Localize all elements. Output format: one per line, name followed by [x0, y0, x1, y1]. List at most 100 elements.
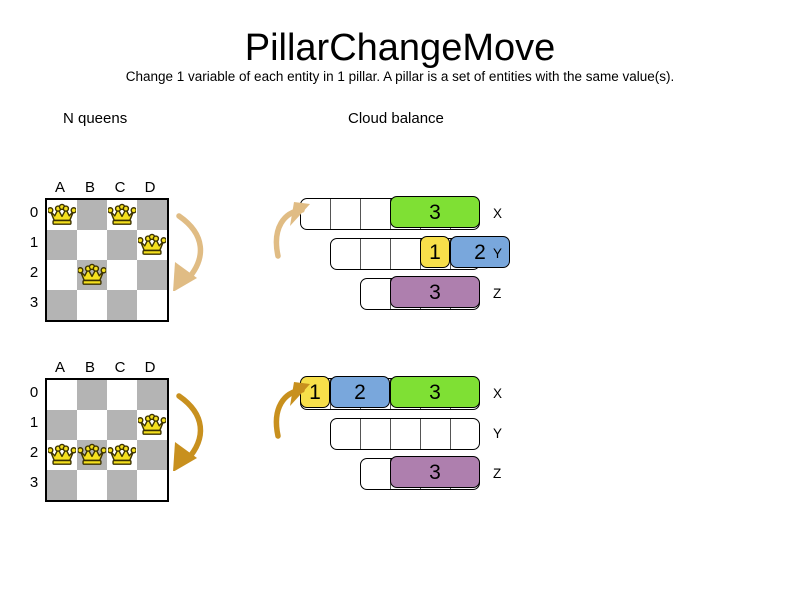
board-row-label-0: 0: [29, 204, 39, 221]
board-row-label-3: 3: [29, 294, 39, 311]
board-cell-b1[interactable]: [77, 230, 107, 260]
computer-label-y: Y: [493, 426, 503, 441]
nqueens-board-before: A B C D 0 1 2 3: [30, 179, 169, 322]
queen-piece[interactable]: [137, 233, 167, 257]
board-cell-b0[interactable]: [77, 380, 107, 410]
process-segment[interactable]: 3: [390, 376, 480, 409]
board-column-label-d: D: [144, 359, 156, 376]
board-cell-a1[interactable]: [47, 410, 77, 440]
capacity-slot: [361, 239, 391, 269]
board-row-label-1: 1: [29, 234, 39, 251]
board-row-label-0: 0: [29, 384, 39, 401]
board-cell-a3[interactable]: [47, 290, 77, 320]
board-cell-d0[interactable]: [137, 200, 167, 230]
board-cell-d2[interactable]: [137, 440, 167, 470]
capacity-slot: [421, 419, 451, 449]
board-row-label-1: 1: [29, 414, 39, 431]
queen-piece[interactable]: [47, 203, 77, 227]
board-cell-d0[interactable]: [137, 380, 167, 410]
queen-piece[interactable]: [107, 203, 137, 227]
board-cell-d3[interactable]: [137, 290, 167, 320]
queen-icon: [77, 263, 107, 285]
board-row-labels: 0 1 2 3: [26, 378, 42, 498]
capacity-slot: [331, 419, 361, 449]
board-row-labels: 0 1 2 3: [26, 198, 42, 318]
board-cell-c1[interactable]: [107, 410, 137, 440]
board-cell-a1[interactable]: [47, 230, 77, 260]
chess-board: [45, 378, 169, 502]
page-subtitle: Change 1 variable of each entity in 1 pi…: [125, 69, 675, 84]
board-column-labels: A B C D: [45, 359, 165, 377]
queen-piece[interactable]: [77, 443, 107, 467]
board-cell-c2[interactable]: [107, 260, 137, 290]
process-segment[interactable]: 1: [300, 376, 330, 409]
capacity-slot: [451, 419, 481, 449]
queen-icon: [107, 203, 137, 225]
board-cell-d2[interactable]: [137, 260, 167, 290]
nqueens-arrow-top-icon: [173, 213, 204, 291]
board-row-label-2: 2: [29, 444, 39, 461]
process-segment[interactable]: 3: [390, 276, 480, 309]
process-segment[interactable]: 3: [390, 196, 480, 229]
queen-icon: [47, 203, 77, 225]
board-column-label-c: C: [114, 359, 126, 376]
queen-piece[interactable]: [137, 413, 167, 437]
board-column-label-a: A: [54, 359, 65, 376]
queen-icon: [77, 443, 107, 465]
process-segment[interactable]: 2: [450, 236, 510, 269]
queen-piece[interactable]: [77, 263, 107, 287]
capacity-slot: [301, 199, 331, 229]
board-cell-b3[interactable]: [77, 470, 107, 500]
board-cell-d3[interactable]: [137, 470, 167, 500]
board-cell-c3[interactable]: [107, 470, 137, 500]
board-cell-b1[interactable]: [77, 410, 107, 440]
board-cell-c1[interactable]: [107, 230, 137, 260]
board-cell-b0[interactable]: [77, 200, 107, 230]
capacity-slot: [361, 279, 391, 309]
section-caption-cloud: Cloud balance: [348, 110, 444, 127]
capacity-slot: [361, 199, 391, 229]
board-row-label-2: 2: [29, 264, 39, 281]
board-column-label-b: B: [84, 179, 95, 196]
queen-piece[interactable]: [107, 443, 137, 467]
process-segment[interactable]: 2: [330, 376, 390, 409]
capacity-slot: [331, 199, 361, 229]
board-cell-a0[interactable]: [47, 380, 77, 410]
section-caption-nqueens: N queens: [63, 110, 128, 127]
capacity-slot: [391, 419, 421, 449]
board-cell-c0[interactable]: [107, 380, 137, 410]
computer-label-x: X: [493, 386, 503, 401]
chess-board: [45, 198, 169, 322]
queen-icon: [137, 233, 167, 255]
board-cell-a3[interactable]: [47, 470, 77, 500]
board-column-label-c: C: [114, 179, 126, 196]
computer-label-z: Z: [493, 286, 502, 301]
board-column-label-d: D: [144, 179, 156, 196]
capacity-slot: [391, 239, 421, 269]
computer-label-z: Z: [493, 466, 502, 481]
capacity-slot: [361, 419, 391, 449]
queen-icon: [107, 443, 137, 465]
cloud-computer-row-y: Y: [330, 418, 502, 450]
board-cell-c3[interactable]: [107, 290, 137, 320]
board-column-label-a: A: [54, 179, 65, 196]
board-column-labels: A B C D: [45, 179, 165, 197]
process-segment[interactable]: 3: [390, 456, 480, 489]
computer-capacity-bar[interactable]: [330, 418, 480, 450]
nqueens-board-after: A B C D 0 1 2 3: [30, 359, 169, 502]
board-cell-a2[interactable]: [47, 260, 77, 290]
page-title: PillarChangeMove: [244, 27, 556, 69]
queen-icon: [47, 443, 77, 465]
board-cell-b3[interactable]: [77, 290, 107, 320]
capacity-slot: [361, 459, 391, 489]
board-column-label-b: B: [84, 359, 95, 376]
board-row-label-3: 3: [29, 474, 39, 491]
process-segment[interactable]: 1: [420, 236, 450, 269]
queen-piece[interactable]: [47, 443, 77, 467]
